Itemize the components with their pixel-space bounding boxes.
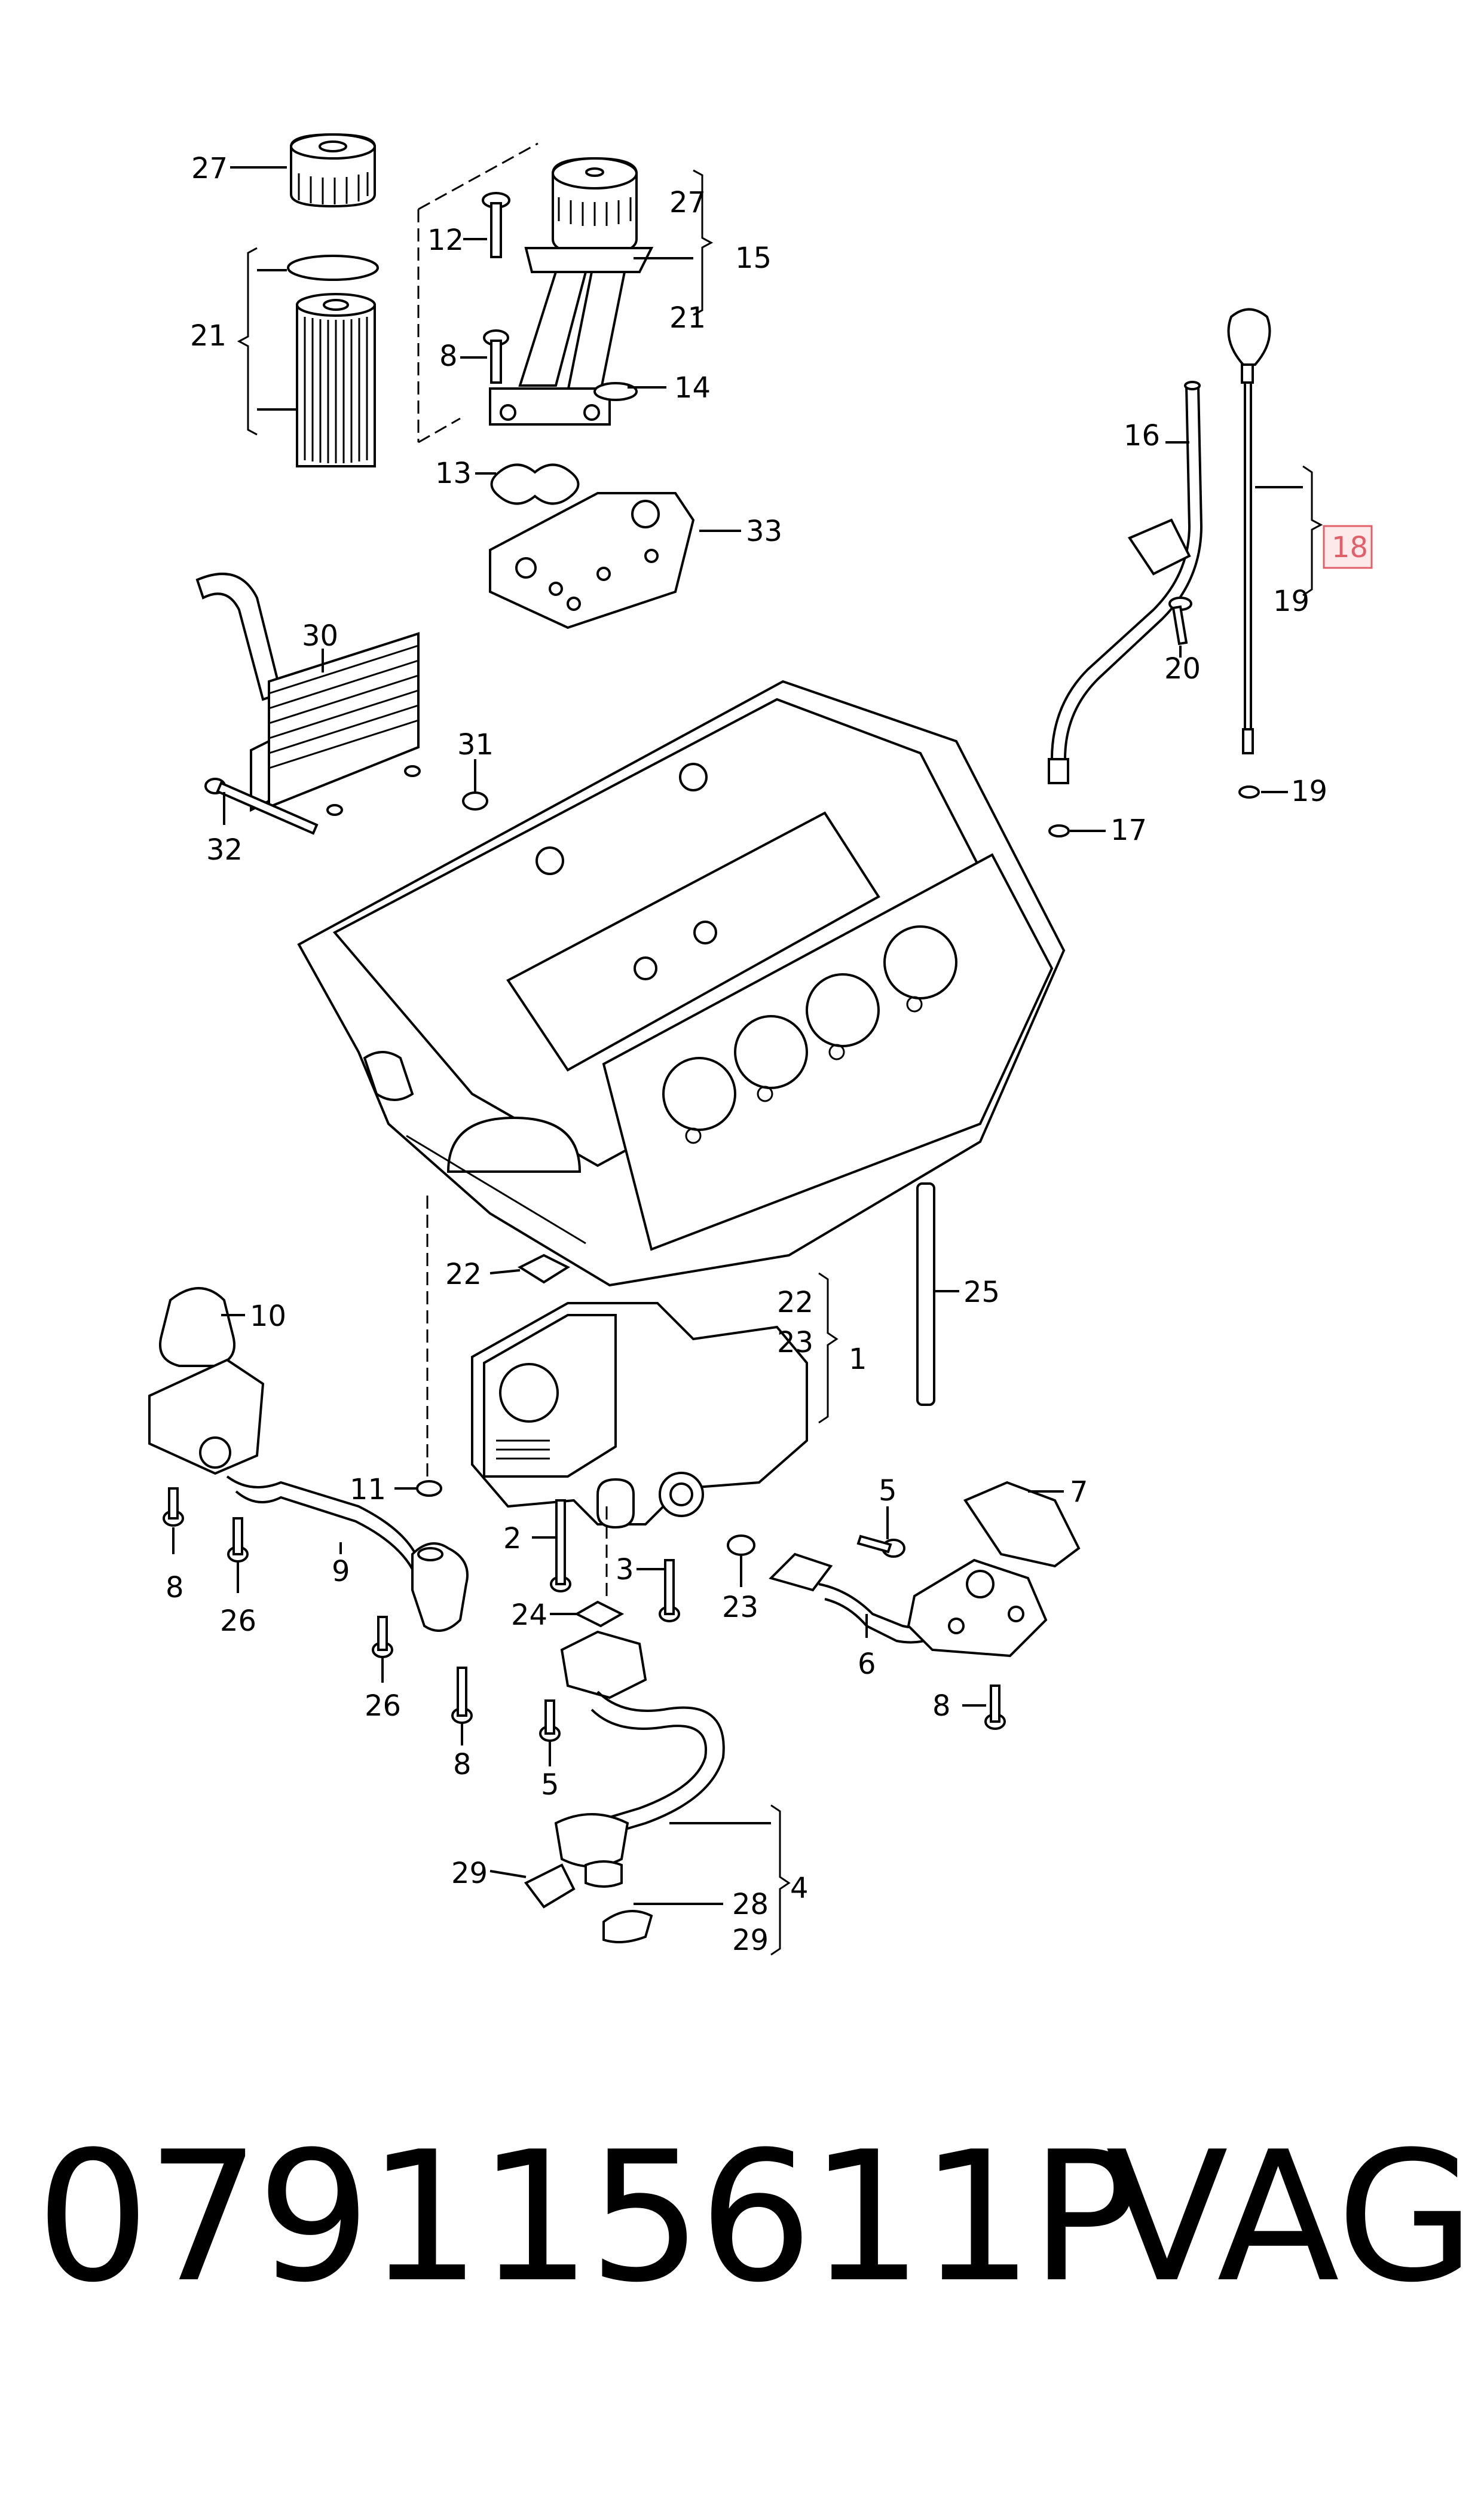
oil-pump: [471, 1302, 808, 1529]
oil-cooler: [195, 573, 421, 816]
gasket-7: [963, 1481, 1081, 1568]
bolt-26-bottom: [372, 1616, 393, 1658]
filter-adapter-plate: [489, 492, 695, 629]
callout-3: 3: [616, 1553, 634, 1586]
bolt-3: [659, 1559, 680, 1622]
callout-17: 17: [1110, 814, 1147, 847]
clip-29-left: [524, 1863, 576, 1909]
callout-labels: 27 12 27 15 21 21 8 14 13 33 16 18 19 20…: [166, 152, 1368, 1957]
callout-18: 18: [1332, 531, 1368, 564]
oil-filter-element: [296, 293, 376, 467]
callout-24: 24: [511, 1598, 547, 1632]
gasket-13: [490, 463, 580, 505]
leader-lines: [172, 166, 1323, 1956]
highlight-box-18: [1323, 525, 1373, 569]
callout-14: 14: [674, 371, 711, 405]
bolt-8-right: [984, 1685, 1006, 1730]
callout-19-oring: 19: [1291, 775, 1327, 808]
bolt-8-top: [483, 329, 509, 384]
callout-11: 11: [350, 1473, 386, 1506]
callout-9: 9: [332, 1555, 350, 1588]
callout-16: 16: [1124, 419, 1160, 453]
callout-5-bottom: 5: [541, 1768, 559, 1802]
callout-8-right: 8: [932, 1689, 951, 1723]
bolt-8-bottom: [451, 1667, 473, 1724]
callout-15: 15: [735, 241, 772, 275]
callout-19-dipstick: 19: [1273, 585, 1309, 618]
callout-21-filter: 21: [190, 319, 227, 353]
callout-29-left: 29: [451, 1857, 488, 1890]
callout-23-oring: 23: [722, 1591, 758, 1624]
o-ring-17: [1048, 824, 1070, 837]
callout-30: 30: [302, 619, 338, 653]
bolt-2: [550, 1499, 571, 1592]
callout-32: 32: [206, 833, 243, 867]
callout-27-housing: 27: [669, 186, 706, 219]
o-ring-14: [593, 382, 638, 401]
callout-8-left: 8: [166, 1571, 184, 1604]
exploded-parts-diagram: 27 12 27 15 21 21 8 14 13 33 16 18 19 20…: [148, 133, 1373, 1957]
dipstick: [1227, 308, 1271, 754]
callout-13: 13: [435, 457, 472, 490]
bolt-12: [482, 192, 510, 258]
oil-pickup-tube: [554, 1630, 725, 1888]
oil-strainer-pipe: [148, 1358, 469, 1632]
callout-26-bottom: 26: [365, 1689, 401, 1723]
callout-8-bottom: 8: [453, 1748, 472, 1781]
oil-filter-housing: [489, 157, 654, 426]
cylinder-block: [297, 680, 1066, 1287]
o-ring-31: [462, 791, 488, 811]
bolt-20: [1168, 597, 1192, 646]
gasket-24: [574, 1600, 625, 1628]
gasket-22: [517, 1254, 571, 1284]
callout-6: 6: [858, 1647, 876, 1681]
callout-20: 20: [1164, 652, 1201, 686]
bolt-26-left: [227, 1517, 249, 1563]
callout-33: 33: [746, 515, 782, 548]
bolt-32: [204, 778, 319, 835]
callout-28: 28: [732, 1888, 769, 1921]
callout-8-top: 8: [439, 340, 458, 373]
clip-28: [602, 1910, 653, 1943]
callout-5-top: 5: [879, 1474, 897, 1508]
callout-12: 12: [427, 224, 464, 257]
bolt-5-bottom: [539, 1699, 561, 1742]
callout-29-right: 29: [732, 1924, 769, 1957]
o-ring-11: [416, 1480, 442, 1497]
brand-name: VAG: [1106, 2113, 1476, 2322]
oil-filter-cap: [290, 133, 376, 208]
callout-7: 7: [1070, 1475, 1088, 1509]
callout-10: 10: [250, 1300, 286, 1333]
callout-22-gasket: 22: [445, 1258, 482, 1291]
bolt-5-top: [856, 1534, 905, 1558]
callout-4: 4: [790, 1872, 809, 1905]
assembly-dash-box: [417, 142, 538, 444]
filter-o-ring: [287, 255, 379, 281]
oil-return-pipe: [727, 1534, 1048, 1658]
part-number: 079115611P: [36, 2113, 1139, 2322]
gasket-10: [159, 1287, 235, 1367]
callout-22-group: 22: [777, 1286, 813, 1319]
callout-2: 2: [503, 1522, 522, 1555]
tube-25: [916, 1182, 935, 1406]
callout-31: 31: [457, 728, 494, 762]
o-ring-19: [1238, 785, 1260, 799]
dipstick-guide-tube: [1048, 381, 1203, 784]
callout-23-group: 23: [777, 1326, 813, 1359]
callout-26-left: 26: [220, 1604, 256, 1638]
bolt-8-left: [163, 1487, 184, 1527]
callout-27-cap: 27: [191, 152, 228, 185]
callout-25: 25: [963, 1276, 1000, 1309]
callout-21-housing: 21: [669, 301, 706, 335]
callout-1: 1: [849, 1343, 867, 1376]
